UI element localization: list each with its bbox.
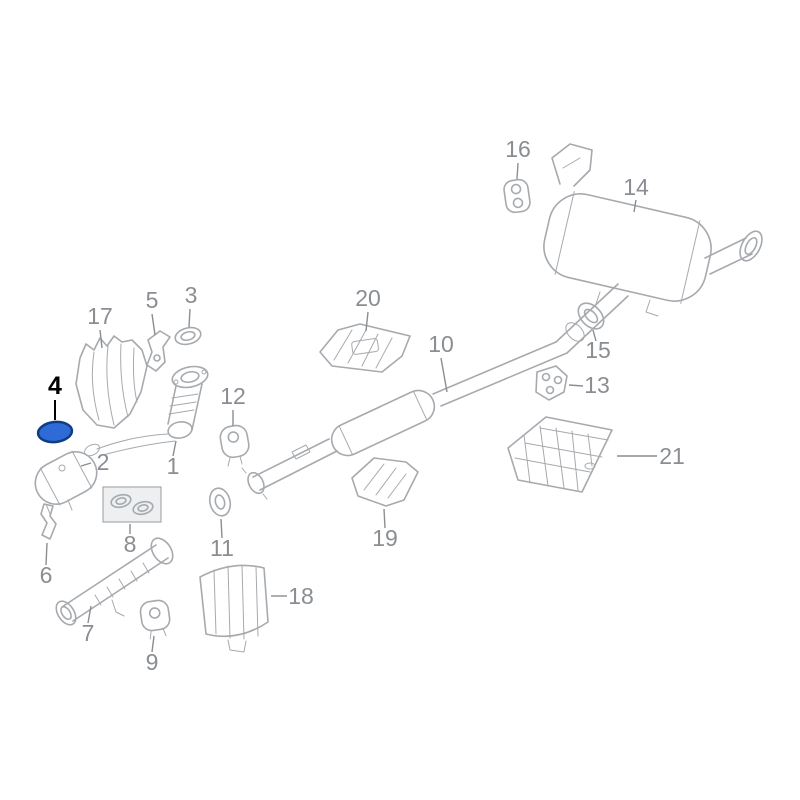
heat-shield-front <box>75 335 148 429</box>
part-label-13: 13 <box>584 372 610 398</box>
gasket-ring-15 <box>577 302 605 330</box>
leader-1 <box>172 440 177 457</box>
leader-16 <box>516 162 519 180</box>
hook-bolt-6 <box>40 503 57 540</box>
part-label-15: 15 <box>585 337 611 363</box>
exhaust-hanger-insulator-12 <box>219 424 250 467</box>
part-label-8: 8 <box>124 531 137 557</box>
leader-20 <box>365 311 369 332</box>
part-label-2: 2 <box>97 449 110 475</box>
leader-5 <box>151 313 156 336</box>
leader-19 <box>383 508 386 529</box>
part-label-10: 10 <box>428 331 454 357</box>
part-label-1: 1 <box>167 453 180 479</box>
part-label-18: 18 <box>288 583 314 609</box>
part-label-16: 16 <box>505 136 531 162</box>
part-label-5: 5 <box>146 287 159 313</box>
part-label-4-highlighted: 4 <box>48 372 62 400</box>
heat-shield-rear-floor <box>351 457 419 507</box>
part-labels: 1 2 3 4 5 6 7 8 9 10 11 12 13 14 15 16 1… <box>40 136 685 675</box>
part-label-9: 9 <box>146 649 159 675</box>
part-label-17: 17 <box>87 303 113 329</box>
part-label-20: 20 <box>355 285 381 311</box>
part-label-11: 11 <box>210 535 234 561</box>
leader-14 <box>633 199 637 213</box>
hanger-bracket-9 <box>139 599 171 640</box>
mounting-bracket-13 <box>535 365 568 401</box>
leader-7 <box>87 605 92 624</box>
front-exhaust-tube <box>96 365 209 456</box>
part-label-7: 7 <box>82 620 95 646</box>
part-label-6: 6 <box>40 562 53 588</box>
gasket-kit-box-8 <box>102 486 162 523</box>
muffler-hanger-insulator <box>503 178 531 214</box>
front-pipe <box>55 537 174 626</box>
heat-shield-front-floor <box>199 564 269 653</box>
leader-15 <box>592 329 597 342</box>
catalytic-converter <box>34 443 100 515</box>
leader-9 <box>151 635 155 653</box>
part-label-19: 19 <box>372 525 398 551</box>
gasket-ring-3 <box>174 326 202 346</box>
center-pipe <box>241 341 568 500</box>
leader-2 <box>80 462 92 467</box>
heat-shield-fuel-tank <box>507 416 613 493</box>
gasket-ring-11 <box>208 487 232 517</box>
leader-3 <box>188 308 191 328</box>
leader-10 <box>440 357 448 393</box>
leader-6 <box>45 542 48 566</box>
bracket-5 <box>146 330 171 372</box>
leader-11 <box>220 518 223 539</box>
part-4-gasket-highlighted <box>36 420 74 444</box>
part-label-3: 3 <box>185 282 198 308</box>
part-label-21: 21 <box>659 443 685 469</box>
leader-17 <box>99 329 103 349</box>
exhaust-line-art <box>34 143 763 653</box>
part-label-12: 12 <box>220 383 246 409</box>
part-label-14: 14 <box>623 174 649 200</box>
muffler <box>543 143 763 317</box>
muffler-inlet-pipe <box>555 283 629 354</box>
heat-shield-center <box>319 323 411 373</box>
leader-lines <box>45 162 657 653</box>
leader-13 <box>568 384 584 387</box>
